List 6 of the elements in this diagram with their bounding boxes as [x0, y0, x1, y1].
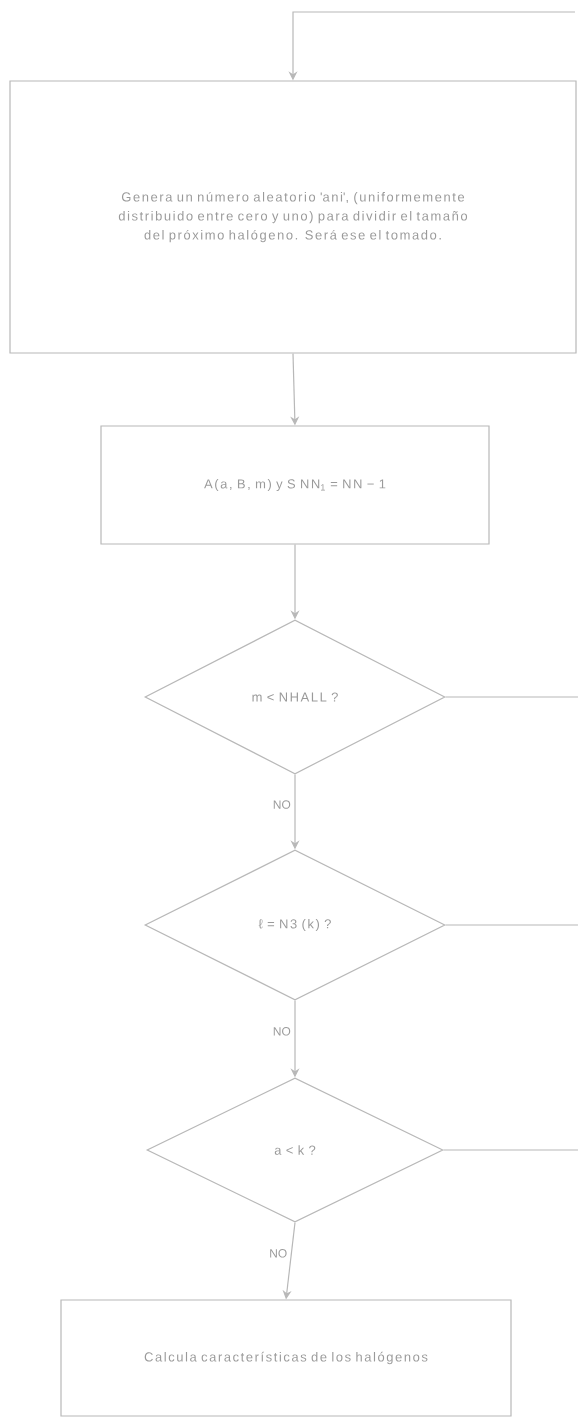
edge-label: NO: [268, 1248, 289, 1259]
process-box: Genera un número aleatorio 'ani', (uniformemente distribuido entre cero y uno) para dividir el tamaño del próximo halógeno. Será ese el tomado.: [9, 80, 577, 354]
process-box: A(a, B, m) y S NN$_{1}$ = NN − 1: [100, 425, 490, 545]
edge-label: NO: [271, 1026, 292, 1037]
edge-label: NO: [271, 799, 292, 810]
process-box: Calcula características de los halógenos: [60, 1299, 512, 1417]
